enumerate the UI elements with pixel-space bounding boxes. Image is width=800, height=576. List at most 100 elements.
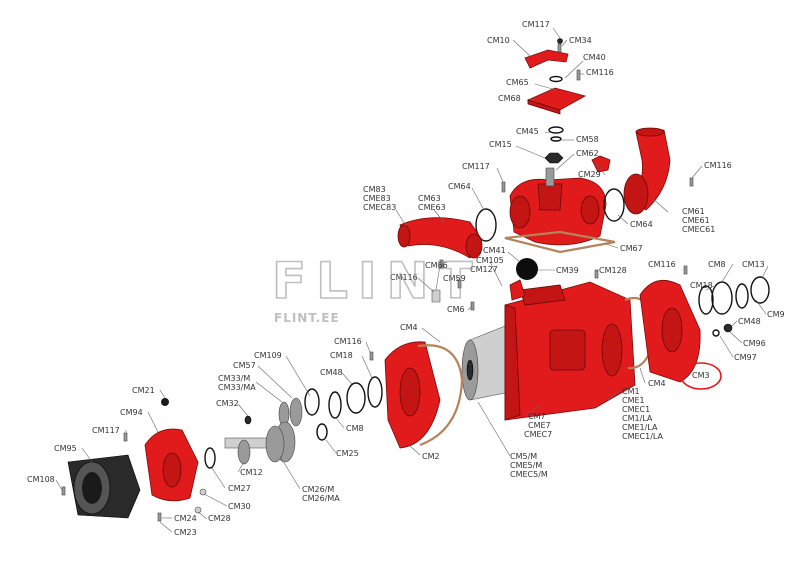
label-cm41: CM41	[483, 246, 506, 255]
cm94-gear-housing-part	[144, 398, 199, 502]
label-cm26m: CM26/M	[302, 485, 334, 494]
label-cm116-b: CM116	[390, 273, 418, 282]
label-cm2: CM2	[422, 452, 440, 461]
label-cm18-left: CM18	[330, 351, 353, 360]
label-cm15: CM15	[489, 140, 512, 149]
label-cmec83: CMEC83	[363, 203, 396, 212]
cm83-pipe-part	[397, 217, 483, 259]
cm62-valve-body-part	[509, 155, 611, 246]
label-cm62: CM62	[576, 149, 599, 158]
gear-shaft-part	[204, 397, 303, 469]
label-cm59: CM59	[443, 274, 466, 283]
label-cm26ma: CM26/MA	[302, 494, 340, 503]
cm40-washer-part	[549, 69, 581, 83]
cm4-gasket-left-part	[417, 344, 464, 447]
watermark-subtitle: FLINT.EE	[274, 311, 340, 325]
leader-lines	[55, 27, 769, 533]
label-cm34: CM34	[569, 36, 592, 45]
label-cm25: CM25	[336, 449, 359, 458]
label-cm57: CM57	[233, 361, 256, 370]
cm2-front-cover-part	[384, 341, 441, 449]
label-cme5m: CME5/M	[510, 461, 542, 470]
label-cm94: CM94	[120, 408, 143, 417]
label-cm65: CM65	[506, 78, 529, 87]
label-cm30: CM30	[228, 502, 251, 511]
label-cm116-d: CM116	[334, 337, 362, 346]
label-cm105: CM105	[476, 256, 504, 265]
watermark: FLINT FLINT.EE	[271, 251, 483, 325]
cm1-pump-body-part	[504, 279, 636, 421]
cm3-highlight-circle	[680, 362, 722, 390]
right-bearing-set-part	[698, 276, 770, 337]
small-fasteners-part	[369, 177, 694, 361]
label-cm7: CM7	[528, 412, 546, 421]
label-cm97: CM97	[734, 353, 757, 362]
watermark-logo: FLINT	[272, 252, 483, 310]
label-cm64-b: CM64	[630, 220, 653, 229]
cm67-gasket-part	[504, 230, 616, 254]
label-cm61: CM61	[682, 207, 705, 216]
label-cm45: CM45	[516, 127, 539, 136]
label-cm13: CM13	[742, 260, 765, 269]
label-cme61: CME61	[682, 216, 710, 225]
cm64-ring-part	[475, 188, 625, 242]
label-cm1la: CM1/LA	[622, 414, 653, 423]
label-cm83: CM83	[363, 185, 386, 194]
cm61-elbow-part	[623, 127, 671, 215]
label-cm27: CM27	[228, 484, 251, 493]
label-cm116-top: CM116	[586, 68, 614, 77]
cm10-lever-part	[524, 38, 569, 69]
label-cm127: CM127	[470, 265, 498, 274]
label-cm48-right: CM48	[738, 317, 761, 326]
label-cm116-right: CM116	[704, 161, 732, 170]
label-cm58: CM58	[576, 135, 599, 144]
label-cm117-mid: CM117	[462, 162, 490, 171]
label-cm67: CM67	[620, 244, 643, 253]
label-cm4-b: CM4	[648, 379, 666, 388]
cm45-cap-part	[544, 126, 564, 164]
label-cm116-c: CM116	[648, 260, 676, 269]
label-cm12: CM12	[240, 468, 263, 477]
label-cm95: CM95	[54, 444, 77, 453]
label-cm10: CM10	[487, 36, 510, 45]
label-cm18-right: CM18	[690, 281, 713, 290]
label-cm33m: CM33/M	[218, 374, 250, 383]
label-cm24: CM24	[174, 514, 197, 523]
small-bottom-parts	[61, 432, 207, 522]
label-cm23: CM23	[174, 528, 197, 537]
part-labels: CM117 CM10 CM34 CM40 CM116 CM65 CM68 CM4…	[27, 20, 785, 537]
label-cm109: CM109	[254, 351, 282, 360]
label-cmec7: CMEC7	[524, 430, 552, 439]
label-cme83: CME83	[363, 194, 391, 203]
label-cm128: CM128	[599, 266, 627, 275]
label-cm40: CM40	[583, 53, 606, 62]
label-cmec1: CMEC1	[622, 405, 650, 414]
label-cm66: CM66	[425, 261, 448, 270]
label-cme63: CME63	[418, 203, 446, 212]
cm68-flange-part	[526, 87, 587, 115]
label-cm48-left: CM48	[320, 368, 343, 377]
label-cme7: CME7	[528, 421, 551, 430]
label-cm117-top: CM117	[522, 20, 550, 29]
label-cmec1la: CMEC1/LA	[622, 432, 664, 441]
label-cmec5m: CMEC5/M	[510, 470, 548, 479]
cm39-ball-part	[516, 258, 538, 280]
cm3-end-cover-part	[639, 279, 701, 383]
label-cm32: CM32	[216, 399, 239, 408]
label-cm117-left: CM117	[92, 426, 120, 435]
label-cm9: CM9	[767, 310, 785, 319]
label-cm64-a: CM64	[448, 182, 471, 191]
left-rings-part	[304, 376, 383, 441]
label-cm5m: CM5/M	[510, 452, 537, 461]
label-cm108: CM108	[27, 475, 55, 484]
label-cm63: CM63	[418, 194, 441, 203]
label-cm8-left: CM8	[346, 424, 364, 433]
label-cm29: CM29	[578, 170, 601, 179]
label-cmec61: CMEC61	[682, 225, 715, 234]
label-cm4-a: CM4	[400, 323, 418, 332]
label-cme1la: CME1/LA	[622, 423, 658, 432]
label-cm28: CM28	[208, 514, 231, 523]
label-cm39: CM39	[556, 266, 579, 275]
label-cm8-right: CM8	[708, 260, 726, 269]
